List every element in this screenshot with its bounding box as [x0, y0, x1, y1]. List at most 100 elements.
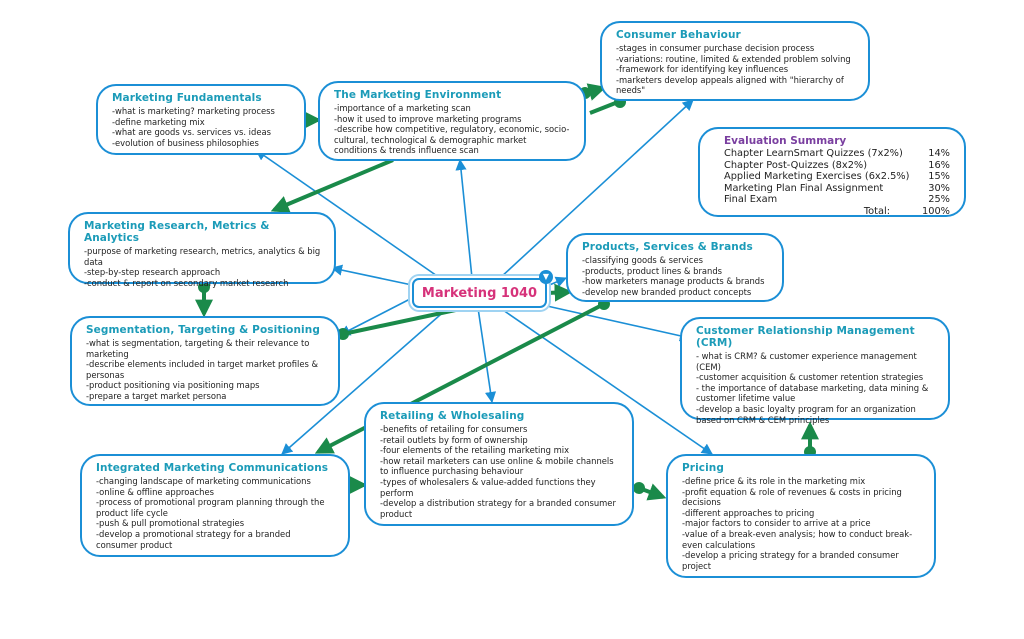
topic-pricing[interactable]: Pricing -define price & its role in the … — [666, 454, 936, 578]
topic-item: -describe elements included in target ma… — [86, 359, 319, 370]
rel-dot — [633, 482, 645, 494]
rel-center-segmentation — [342, 306, 466, 336]
topic-items: -what is marketing? marketing process-de… — [112, 106, 292, 148]
evaluation-rows: Chapter LearnSmart Quizzes (7x2%)14%Chap… — [724, 148, 950, 206]
evaluation-summary-box: Evaluation Summary Chapter LearnSmart Qu… — [698, 127, 966, 217]
topic-item: -develop a promotional strategy for a br… — [96, 528, 291, 539]
topic-item: -purpose of marketing research, metrics,… — [84, 246, 321, 256]
evaluation-row-value: 25% — [928, 194, 950, 206]
topic-item: -customer acquisition & customer retenti… — [696, 372, 924, 383]
collapse-toggle-icon[interactable]: ▼ — [539, 270, 553, 284]
topic-item: -online & offline approaches — [96, 486, 214, 497]
topic-item: -push & pull promotional strategies — [96, 518, 245, 529]
link-consumer — [499, 99, 694, 279]
topic-item: based on CRM & CEM principles — [696, 414, 830, 425]
topic-item: -retail outlets by form of ownership — [380, 434, 528, 445]
rel-environment-consumer-2 — [589, 100, 619, 115]
central-topic-node[interactable]: Marketing 1040 — [412, 278, 547, 308]
evaluation-row-label: Final Exam — [724, 194, 778, 206]
topic-item: -profit equation & role of revenues & co… — [682, 486, 902, 497]
evaluation-row: Final Exam 25% — [724, 194, 950, 206]
topic-item: product life cycle — [96, 507, 168, 518]
topic-segmentation-targeting[interactable]: Segmentation, Targeting & Positioning -w… — [70, 316, 340, 406]
topic-item: consumer product — [96, 539, 173, 550]
topic-item: project — [682, 560, 712, 571]
evaluation-row-label: Marketing Plan Final Assignment — [724, 182, 884, 194]
link-crm — [546, 305, 692, 342]
topic-item: -changing landscape of marketing communi… — [96, 476, 311, 486]
topic-item: -develop new branded product concepts — [582, 286, 752, 297]
rel-center-products — [546, 283, 573, 302]
topic-items: -purpose of marketing research, metrics,… — [84, 246, 322, 288]
topic-item: data — [84, 256, 103, 267]
topic-title: Integrated Marketing Communications — [96, 462, 329, 474]
topic-item: -conduct & report on secondary market re… — [84, 277, 289, 288]
topic-item: -major factors to consider to arrive at … — [682, 518, 871, 529]
topic-crm[interactable]: Customer Relationship Management (CRM) -… — [680, 317, 950, 425]
evaluation-total-row: Total: 100% — [724, 206, 950, 218]
topic-title: Segmentation, Targeting & Positioning — [86, 324, 320, 336]
topic-item: -four elements of the retailing marketin… — [380, 445, 570, 456]
topic-item: to influence purchasing behaviour — [380, 466, 524, 477]
topic-item: -what is marketing? marketing process — [112, 106, 275, 116]
evaluation-total-label: Total: — [863, 205, 890, 217]
topic-item: -marketers develop appeals aligned with … — [616, 74, 844, 85]
topic-item: -types of wholesalers & value-added func… — [380, 476, 596, 487]
topic-item: -how it used to improve marketing progra… — [334, 113, 522, 124]
link-environment — [455, 158, 473, 279]
topic-item: -variations: routine, limited & extended… — [616, 53, 851, 64]
evaluation-total-value: 100% — [921, 205, 950, 217]
topic-marketing-fundamentals[interactable]: Marketing Fundamentals -what is marketin… — [96, 84, 306, 155]
topic-title: Pricing — [682, 462, 724, 474]
topic-item: -develop a basic loyalty program for an … — [696, 403, 916, 414]
evaluation-row-label: Chapter LearnSmart Quizzes (7x2%) — [724, 148, 903, 159]
evaluation-title: Evaluation Summary — [724, 135, 847, 147]
topic-item: -define marketing mix — [112, 116, 205, 127]
topic-title: Customer Relationship Management (CRM) — [696, 325, 915, 349]
topic-item: marketing — [86, 348, 129, 359]
topic-item: -different approaches to pricing — [682, 507, 815, 518]
topic-item: -what is segmentation, targeting & their… — [86, 338, 310, 348]
topic-item: -process of promotional program planning… — [96, 497, 325, 508]
topic-item: -step-by-step research approach — [84, 267, 221, 278]
topic-item: -prepare a target market persona — [86, 390, 227, 401]
link-imc — [281, 307, 449, 455]
link-products — [546, 276, 568, 288]
topic-item: -develop a distribution strategy for a b… — [380, 498, 616, 509]
topic-title: Products, Services & Brands — [582, 241, 753, 253]
topic-products-services-brands[interactable]: Products, Services & Brands -classifying… — [566, 233, 784, 302]
topic-item: decisions — [682, 497, 721, 508]
topic-marketing-environment[interactable]: The Marketing Environment -importance of… — [318, 81, 586, 161]
topic-item: perform — [380, 487, 414, 498]
topic-retailing-wholesaling[interactable]: Retailing & Wholesaling -benefits of ret… — [364, 402, 634, 526]
evaluation-row-value: 14% — [928, 148, 950, 159]
topic-item: -develop a pricing strategy for a brande… — [682, 550, 899, 561]
topic-items: - what is CRM? & customer experience man… — [696, 351, 936, 425]
topic-item: -how retail marketers can use online & m… — [380, 455, 614, 466]
topic-integrated-marketing-communications[interactable]: Integrated Marketing Communications -cha… — [80, 454, 350, 557]
topic-item: -products, product lines & brands — [582, 265, 723, 276]
evaluation-row-value: 30% — [928, 182, 950, 194]
link-segmentation — [339, 297, 413, 336]
topic-items: -classifying goods & services-products, … — [582, 255, 770, 297]
topic-title: Retailing & Wholesaling — [380, 410, 525, 422]
topic-item: even calculations — [682, 539, 756, 550]
topic-item: -how marketers manage products & brands — [582, 276, 765, 287]
evaluation-row-value: 16% — [928, 159, 950, 171]
link-pricing — [499, 307, 713, 455]
topic-item: product — [380, 508, 413, 519]
topic-consumer-behaviour[interactable]: Consumer Behaviour -stages in consumer p… — [600, 21, 870, 101]
topic-items: -define price & its role in the marketin… — [682, 476, 922, 571]
topic-item: cultural, technological & demographic ma… — [334, 134, 527, 145]
topic-title: Consumer Behaviour — [616, 29, 741, 41]
evaluation-row: Applied Marketing Exercises (6x2.5%)15% — [724, 171, 950, 183]
topic-item: -classifying goods & services — [582, 255, 703, 265]
topic-items: -changing landscape of marketing communi… — [96, 476, 336, 550]
topic-marketing-research[interactable]: Marketing Research, Metrics & Analytics … — [68, 212, 336, 288]
topic-items: -what is segmentation, targeting & their… — [86, 338, 326, 402]
topic-items: -importance of a marketing scan-how it u… — [334, 103, 572, 156]
topic-item: (CEM) — [696, 361, 721, 372]
topic-item: -product positioning via positioning map… — [86, 380, 260, 391]
topic-title: Marketing Fundamentals — [112, 92, 262, 104]
